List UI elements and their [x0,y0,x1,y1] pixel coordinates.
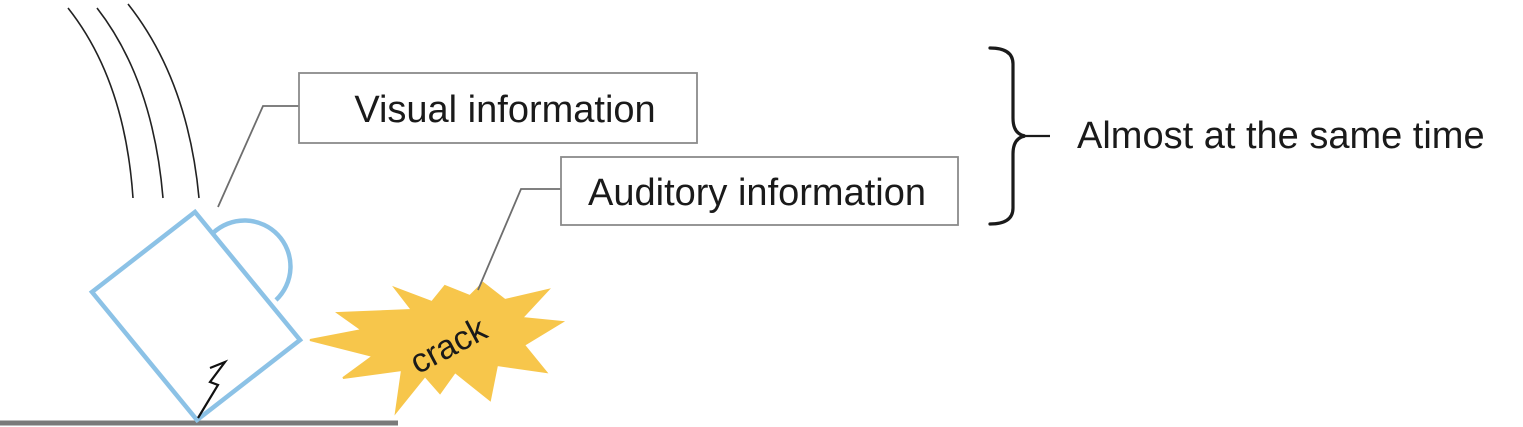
visual-info-label: Visual information [354,89,655,131]
burst-shape [309,281,566,416]
visual-leader-line [217,105,299,208]
motion-line-3 [127,3,200,199]
auditory-info-label: Auditory information [588,172,926,214]
cup-body [88,208,304,424]
motion-line-1 [67,7,134,199]
motion-lines [67,3,200,199]
motion-line-2 [96,7,164,199]
auditory-info-box-frame [560,156,959,226]
cup-crack-mark [197,359,229,419]
visual-info-box-frame [298,72,698,144]
timing-label: Almost at the same time [1077,115,1485,157]
grouping-brace [988,46,1026,226]
auditory-leader-line [477,188,561,291]
crack-burst: crack [309,281,566,416]
visual-info-box: Visual information [298,72,698,144]
cup-handle [211,218,293,302]
cup [88,208,304,424]
auditory-info-box: Auditory information [560,156,959,226]
